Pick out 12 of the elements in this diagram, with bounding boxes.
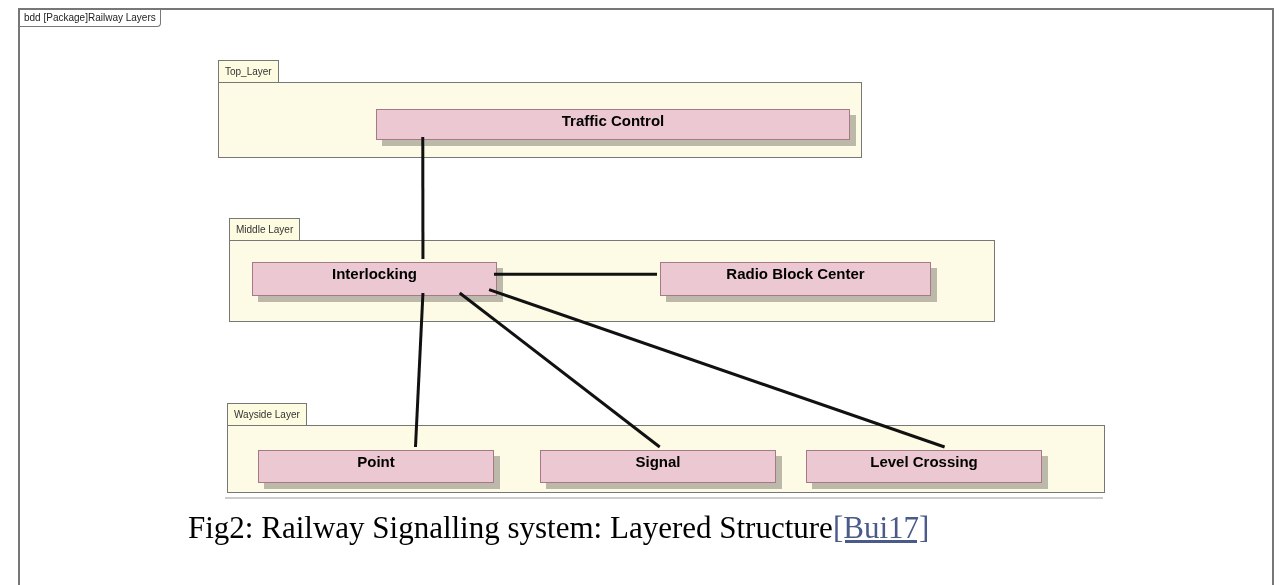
package-tab: Middle Layer <box>229 218 301 241</box>
package-tab: Top_Layer <box>218 60 279 83</box>
connector-line <box>458 291 661 449</box>
connector-line <box>494 272 657 276</box>
diagram-frame <box>18 8 1274 585</box>
connector-line <box>488 288 946 449</box>
figure-caption: Fig2: Railway Signalling system: Layered Structure[Bui17] <box>188 509 930 547</box>
package-tab: Wayside Layer <box>227 403 307 426</box>
connector-line <box>421 137 425 259</box>
citation-link: [Bui17] <box>832 510 930 545</box>
connector-line <box>414 292 425 448</box>
frame-tab: bdd [Package]Railway Layers <box>20 10 161 27</box>
